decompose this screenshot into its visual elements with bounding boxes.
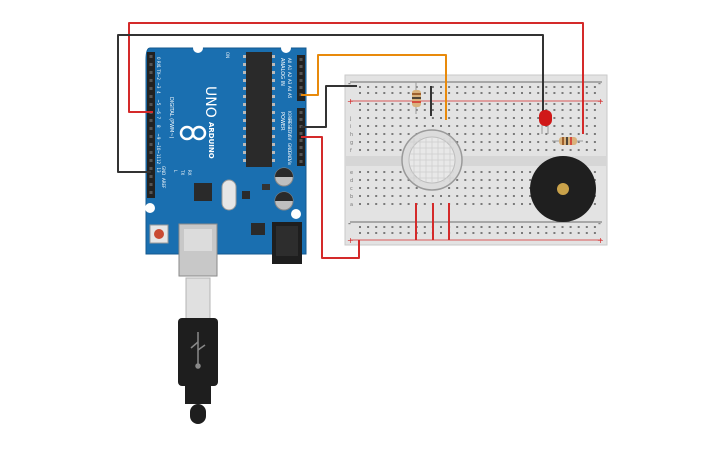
- rail-minus-label-top: -: [348, 79, 351, 88]
- digital-pin-label: 13: [156, 168, 161, 174]
- power-pin-label: RESET: [287, 119, 292, 132]
- power-pin-label: 5V: [287, 135, 292, 141]
- digital-pin-label: ~3: [156, 83, 161, 89]
- arduino-model: UNO: [202, 86, 218, 118]
- rx-label: RX: [187, 170, 192, 176]
- row-letter: b: [350, 194, 353, 200]
- digital-pin-label: ~9: [156, 134, 161, 140]
- row-letter: f: [350, 148, 352, 154]
- row-letter: e: [350, 170, 353, 176]
- row-letter: h: [350, 132, 353, 138]
- resistor-led[interactable]: [552, 137, 583, 145]
- analog-pin-label: A2: [287, 72, 292, 78]
- analog-label: ANALOG IN: [279, 58, 285, 86]
- digital-pin-label: 0 RX: [156, 57, 161, 67]
- analog-pin-label: A4: [287, 86, 292, 92]
- row-letter: g: [350, 140, 353, 146]
- digital-pin-label: 12: [156, 159, 161, 165]
- piezo-buzzer[interactable]: [530, 156, 596, 222]
- digital-pin-label: ~10: [156, 142, 161, 151]
- rail-minus-label-top-right: -: [598, 79, 601, 88]
- digital-pin-label: 1 TX: [156, 66, 161, 75]
- rail-plus-label-top-right: +: [597, 97, 604, 106]
- digital-pin-label: ~11: [156, 151, 161, 160]
- rail-plus-label-bottom-right: +: [597, 236, 604, 245]
- wire-orange-a0[interactable]: [301, 54, 447, 120]
- power-pin-label: GND: [287, 151, 292, 160]
- power-pin-label: Vin: [287, 159, 292, 166]
- wire-black-gnd[interactable]: [117, 34, 544, 173]
- digital-pin-label: 8: [156, 125, 161, 128]
- power-pin-label: 3.3V: [287, 127, 292, 136]
- row-letter: c: [350, 186, 353, 192]
- resistor-sensor[interactable]: [412, 82, 421, 114]
- digital-pin-label: 7: [156, 117, 161, 120]
- usb-icon: [190, 332, 206, 369]
- row-letter: a: [350, 202, 353, 208]
- on-label: ON: [225, 52, 230, 58]
- arduino-uno-board[interactable]: UNO ARDUINO DIGITAL (PWM~) ANALOG IN POW…: [145, 43, 307, 277]
- row-letter: j: [349, 116, 351, 122]
- rail-plus-label-top: +: [347, 97, 354, 106]
- row-letter: i: [350, 124, 351, 130]
- led-red[interactable]: [539, 110, 552, 134]
- rail-plus-label-bottom: +: [347, 236, 354, 245]
- analog-pin-label: A5: [287, 93, 292, 99]
- digital-pin-label: ~6: [156, 108, 161, 114]
- analog-pin-label: A1: [287, 65, 292, 71]
- wires: [117, 22, 584, 259]
- power-label: POWER: [279, 112, 285, 131]
- digital-pin-label: ~5: [156, 100, 161, 106]
- power-pin-label: GND: [287, 143, 292, 152]
- analog-pin-label: A3: [287, 79, 292, 85]
- arduino-brand: ARDUINO: [207, 122, 215, 159]
- power-pin-label: IOREF: [287, 111, 292, 124]
- rail-minus-label-bottom-right: -: [598, 219, 601, 228]
- l-label: L: [173, 170, 178, 173]
- digital-pin-label: ~2: [156, 74, 161, 80]
- analog-pin-label: A0: [287, 58, 292, 64]
- wire-black-breadboard-gnd[interactable]: [301, 85, 357, 128]
- arduino-logo: [179, 125, 207, 141]
- usb-cable[interactable]: [178, 277, 218, 424]
- wire-red-5v[interactable]: [301, 136, 360, 259]
- tx-label: TX: [180, 169, 185, 175]
- gnd-label: GND: [161, 166, 166, 175]
- wire-red-d7[interactable]: [128, 22, 584, 134]
- aref-label: AREF: [161, 178, 166, 189]
- digital-pin-label: 4: [156, 91, 161, 94]
- digital-label: DIGITAL (PWM~): [168, 97, 174, 139]
- gas-sensor[interactable]: [401, 129, 463, 191]
- row-letter: d: [350, 178, 353, 184]
- rail-minus-label-bottom: -: [348, 219, 351, 228]
